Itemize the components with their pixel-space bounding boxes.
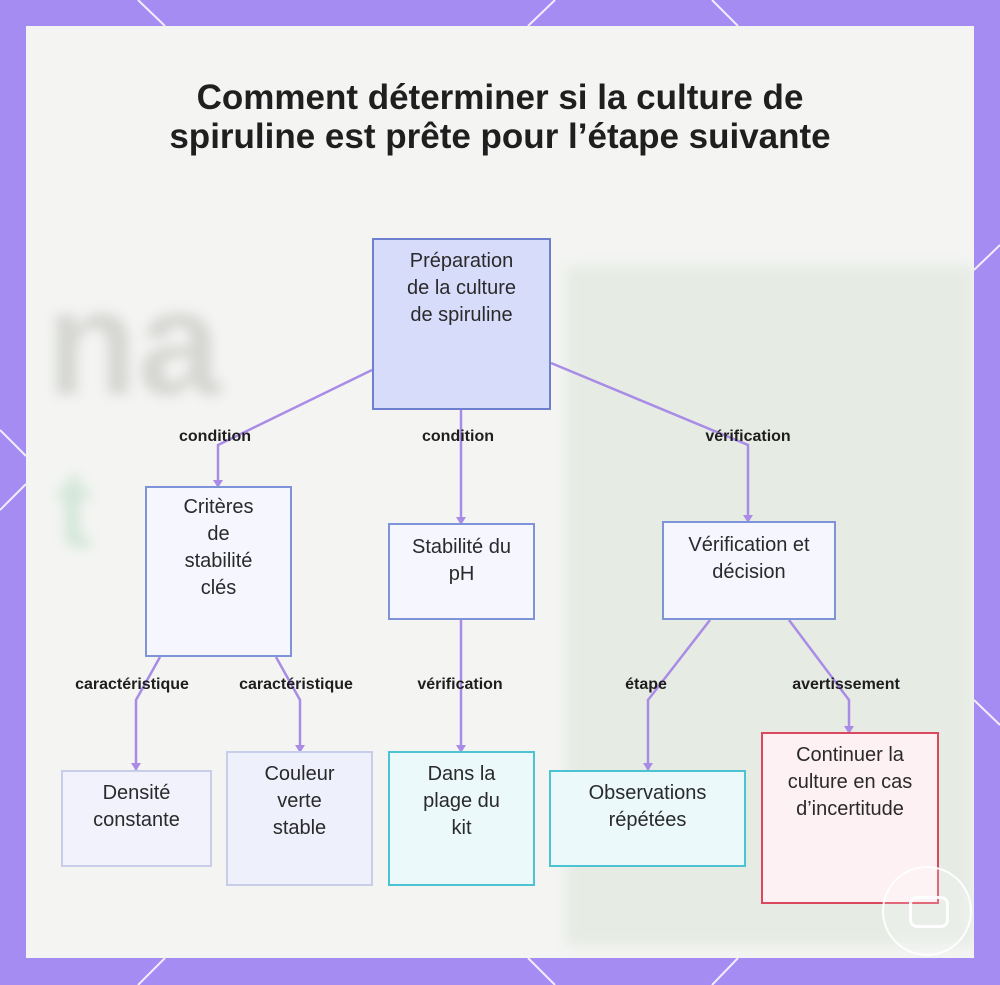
node-range: Dans la plage du kit: [388, 751, 535, 886]
arrowhead: [295, 745, 305, 753]
edge-root-criteria: [216, 368, 373, 487]
edge-verification-continue: [788, 619, 851, 733]
arrowhead: [844, 726, 854, 734]
node-range-label: Dans la plage du kit: [423, 763, 500, 839]
arrowhead: [131, 763, 141, 771]
edge-label-ph-range: vérification: [417, 676, 503, 693]
node-criteria: Critères de stabilité clés: [145, 486, 292, 657]
arrowhead: [643, 763, 653, 771]
edge-root-verification: [550, 361, 750, 522]
node-root: Préparation de la culture de spiruline: [372, 238, 551, 410]
node-density-label: Densité constante: [93, 782, 180, 831]
node-observations-label: Observations répétées: [588, 782, 707, 831]
background-letter: t: [56, 448, 93, 571]
arrowhead: [456, 745, 466, 753]
node-ph-label: Stabilité du pH: [412, 536, 511, 585]
edge-label-root-criteria: condition: [179, 428, 251, 445]
node-root-label: Préparation de la culture de spiruline: [407, 250, 516, 326]
node-verification: Vérification et décision: [662, 521, 836, 620]
edge-label-root-verification: vérification: [705, 428, 791, 445]
diagram-title: Comment déterminer si la culture de spir…: [169, 78, 831, 156]
node-color: Couleur verte stable: [226, 751, 373, 886]
background-letters: na: [46, 258, 222, 426]
node-color-label: Couleur verte stable: [264, 763, 335, 839]
arrowhead: [743, 515, 753, 523]
camera-icon: [909, 896, 949, 928]
edge-label-root-ph: condition: [422, 428, 494, 445]
edge-criteria-color: [274, 656, 302, 752]
edge-verification-observations: [646, 619, 711, 770]
node-observations: Observations répétées: [549, 770, 746, 867]
node-ph: Stabilité du pH: [388, 523, 535, 620]
arrowhead: [456, 517, 466, 525]
node-continue-label: Continuer la culture en cas d’incertitud…: [787, 744, 913, 820]
edge-criteria-density: [134, 656, 162, 770]
node-criteria-label: Critères de stabilité clés: [183, 496, 254, 599]
edge-label-criteria-density: caractéristique: [75, 676, 189, 693]
badge-icon: [882, 866, 972, 956]
node-verification-label: Vérification et décision: [688, 534, 810, 583]
arrowhead: [213, 480, 223, 488]
edge-label-criteria-color: caractéristique: [239, 676, 353, 693]
node-density: Densité constante: [61, 770, 212, 867]
edge-label-verification-observations: étape: [625, 676, 667, 693]
edge-label-verification-continue: avertissement: [792, 676, 900, 693]
